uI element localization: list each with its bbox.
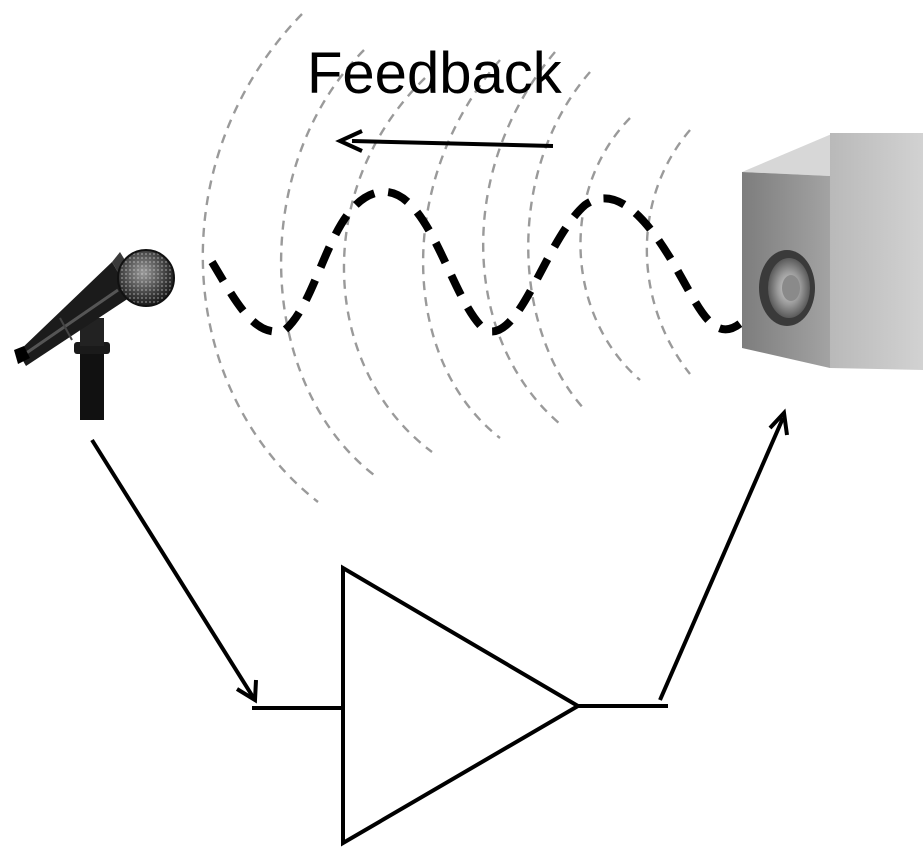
amp-to-speaker-arrow xyxy=(658,408,789,701)
sound-wave-rings xyxy=(201,13,691,503)
wave-ring xyxy=(579,117,641,381)
wave-ring xyxy=(482,51,561,425)
wave-ring xyxy=(645,129,691,375)
mic-to-amp-arrow xyxy=(90,438,258,704)
feedback-sine-wave xyxy=(208,187,745,336)
microphone-icon xyxy=(14,249,175,420)
feedback-direction-arrow xyxy=(335,129,554,153)
wave-ring xyxy=(279,49,379,479)
wave-ring xyxy=(201,13,319,503)
wave-ring xyxy=(527,71,591,411)
amplifier-triangle-icon xyxy=(252,564,668,847)
speaker-icon xyxy=(742,133,923,370)
wave-ring xyxy=(342,77,433,453)
feedback-label: Feedback xyxy=(307,41,563,106)
